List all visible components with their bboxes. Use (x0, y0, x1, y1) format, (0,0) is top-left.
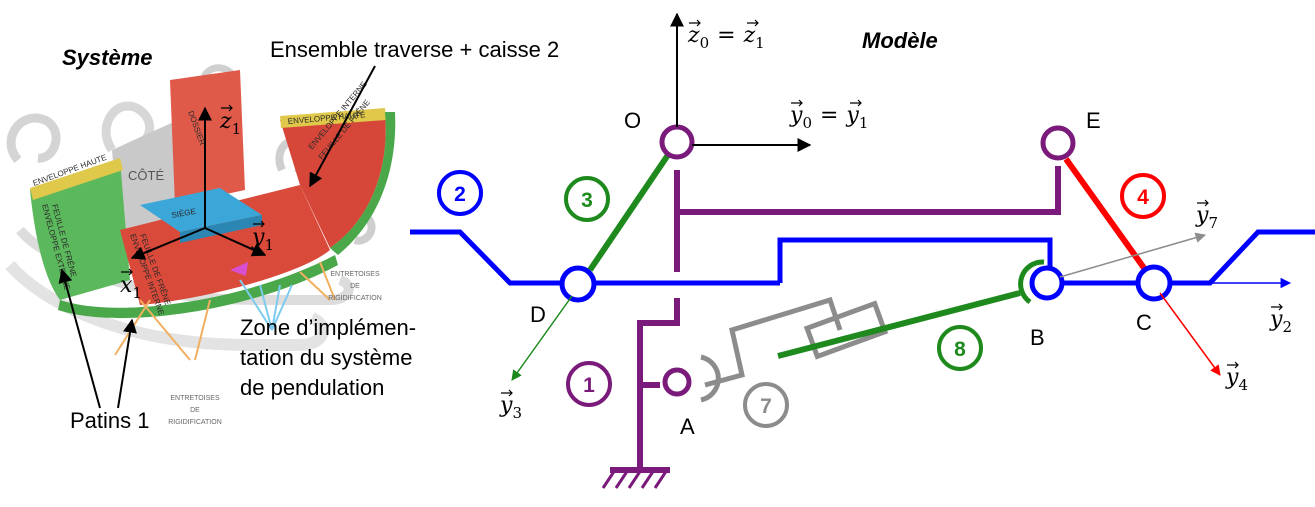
point-c: C (1136, 310, 1152, 335)
red-dossier (170, 70, 245, 205)
joint-o (659, 124, 695, 160)
label-ensemble: Ensemble traverse + caisse 2 (270, 37, 559, 62)
title-modele: Modèle (862, 28, 938, 53)
badge-solid-7: 7 (743, 382, 789, 428)
red-right (280, 112, 386, 248)
label-zone-1: Zone d’implémen- (240, 315, 416, 340)
svg-text:1: 1 (583, 374, 595, 397)
svg-text:3: 3 (581, 189, 593, 212)
zone-arrows (239, 279, 293, 331)
label-y4: y4 (1225, 365, 1248, 394)
green-shell-left (30, 160, 130, 300)
svg-text:4: 4 (1137, 186, 1149, 209)
systeme-illustration: CÔTÉ DOSSIER SIÈGE ENVELOPPE HAUTE ENVEL… (5, 64, 396, 426)
solid-8-body (777, 290, 1021, 359)
ground-hatch (601, 469, 669, 489)
point-b: B (1030, 325, 1045, 350)
solid-7-body (700, 296, 889, 403)
joint-b-socket (1018, 259, 1045, 305)
solid-2-body (410, 229, 1315, 286)
svg-text:2: 2 (454, 183, 466, 206)
label-patins: Patins 1 (70, 408, 150, 433)
label-y2: y2 (1269, 307, 1292, 336)
axis-x1-line (130, 227, 206, 260)
badge-solid-3: 3 (564, 176, 610, 222)
orange-struts-right (299, 261, 336, 301)
badge-solid-2: 2 (437, 170, 483, 216)
photo-text-siege: SIÈGE (171, 207, 197, 220)
badge-solid-8: 8 (937, 325, 983, 371)
svg-text:8: 8 (954, 338, 966, 361)
photo-text-cote: CÔTÉ (128, 168, 164, 183)
label-y0-y1: y0=y1 (789, 103, 868, 132)
svg-text:7: 7 (760, 395, 772, 418)
point-o: O (624, 108, 641, 133)
label-x1-left: x1 (120, 273, 142, 302)
label-zone-2: tation du système (240, 345, 412, 370)
photo-text-entr-b1: ENTRETOISES (170, 395, 220, 402)
badge-solid-1: 1 (566, 361, 612, 407)
system-axes (130, 106, 267, 260)
pink-marker (230, 262, 248, 276)
point-e: E (1086, 108, 1101, 133)
solid-3-body (587, 150, 673, 272)
photo-text-entr-a3: RIGIDIFICATION (328, 295, 382, 302)
pointer-patins-1 (58, 268, 101, 409)
yellow-top-left (30, 158, 123, 200)
photo-text-entr-a2: DE (350, 283, 360, 290)
blue-seat (140, 188, 262, 232)
vector-y4-line (1159, 292, 1221, 376)
point-a: A (680, 414, 695, 439)
label-zone-3: de pendulation (240, 375, 384, 400)
joint-b (1029, 265, 1065, 301)
vector-arrows-left (121, 104, 265, 276)
vector-y3-line (511, 295, 573, 381)
green-right-edge (330, 112, 396, 255)
red-floor (120, 185, 330, 305)
vector-arrows-model (501, 19, 1283, 397)
joint-c (1135, 264, 1173, 302)
runner-front (5, 261, 329, 351)
label-z1-left: z1 (219, 109, 241, 138)
vector-y7-line (1059, 232, 1207, 278)
solid-4-body (1063, 157, 1147, 270)
curl-left (6, 113, 61, 164)
green-bottom (58, 255, 338, 319)
badge-solid-4: 4 (1120, 173, 1166, 219)
title-systeme: Système (62, 45, 153, 70)
label-y1-left: y1 (251, 225, 274, 254)
label-y3: y3 (499, 393, 522, 422)
joint-e (1040, 125, 1076, 161)
photo-text-entr-a1: ENTRETOISES (330, 271, 380, 278)
photo-text-entr-b2: DE (190, 407, 200, 414)
joint-a (662, 367, 692, 397)
joint-d (559, 265, 597, 303)
label-z0-z1: z0=z1 (687, 23, 765, 52)
label-y7: y7 (1195, 203, 1218, 232)
axis-y1-line (204, 227, 267, 257)
photo-text-entr-b3: RIGIDIFICATION (168, 419, 222, 426)
pointer-ensemble (309, 65, 376, 188)
blue-seat-side (180, 215, 262, 243)
pointer-patins-2 (117, 318, 137, 409)
point-d: D (530, 302, 546, 327)
yellow-top-right (280, 108, 386, 128)
